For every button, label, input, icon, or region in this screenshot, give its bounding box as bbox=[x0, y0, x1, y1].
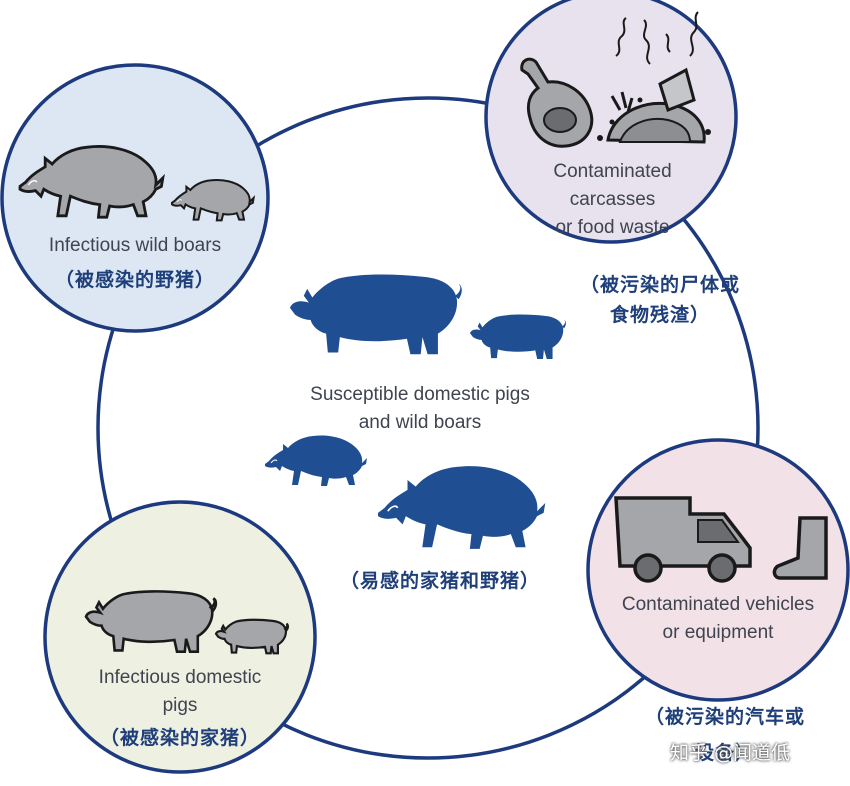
node-contaminated-carcasses bbox=[484, 0, 738, 244]
node-contaminated-vehicles bbox=[586, 438, 850, 702]
carcasses-label-line3: or food waste bbox=[555, 217, 670, 238]
wild-boar-small-icon bbox=[264, 434, 368, 487]
domestic-pig-large-icon bbox=[290, 274, 462, 355]
carcasses-label-cn-line1: （被污染的尸体或 bbox=[579, 274, 740, 296]
watermark: 知乎 @闻道低 bbox=[670, 742, 791, 764]
domestic-label-line1: Infectious domestic bbox=[98, 667, 262, 688]
vehicles-label-cn-line1: （被污染的汽车或 bbox=[644, 706, 805, 728]
domestic-label-line2: pigs bbox=[162, 695, 198, 716]
vehicles-label-line1: Contaminated vehicles bbox=[621, 594, 815, 615]
domestic-label-cn: （被感染的家猪） bbox=[99, 727, 260, 749]
carcasses-label-line2: carcasses bbox=[569, 189, 656, 210]
vehicles-label-cn-line2: 设备） bbox=[694, 742, 755, 764]
wild-boars-label: Infectious wild boars bbox=[48, 235, 222, 256]
center-label-line1: Susceptible domestic pigs bbox=[310, 384, 530, 405]
node-infectious-wild-boars bbox=[0, 63, 270, 333]
node-infectious-domestic-pigs bbox=[43, 500, 317, 774]
center-label-cn: （易感的家猪和野猪） bbox=[339, 570, 540, 592]
food-waste-icon bbox=[597, 11, 711, 144]
carcasses-label-cn-line2: 食物残渣） bbox=[609, 304, 710, 326]
boot-icon bbox=[772, 516, 828, 580]
transmission-ring bbox=[96, 96, 760, 760]
carcasses-label-line1: Contaminated bbox=[553, 161, 672, 182]
center-label-line2: and wild boars bbox=[358, 412, 482, 433]
truck-icon bbox=[614, 496, 752, 583]
meat-icon bbox=[520, 57, 594, 148]
wild-boars-label-cn: （被感染的野猪） bbox=[54, 269, 215, 291]
vehicles-label-line2: or equipment bbox=[662, 622, 774, 643]
wild-boar-large-icon bbox=[377, 465, 547, 550]
